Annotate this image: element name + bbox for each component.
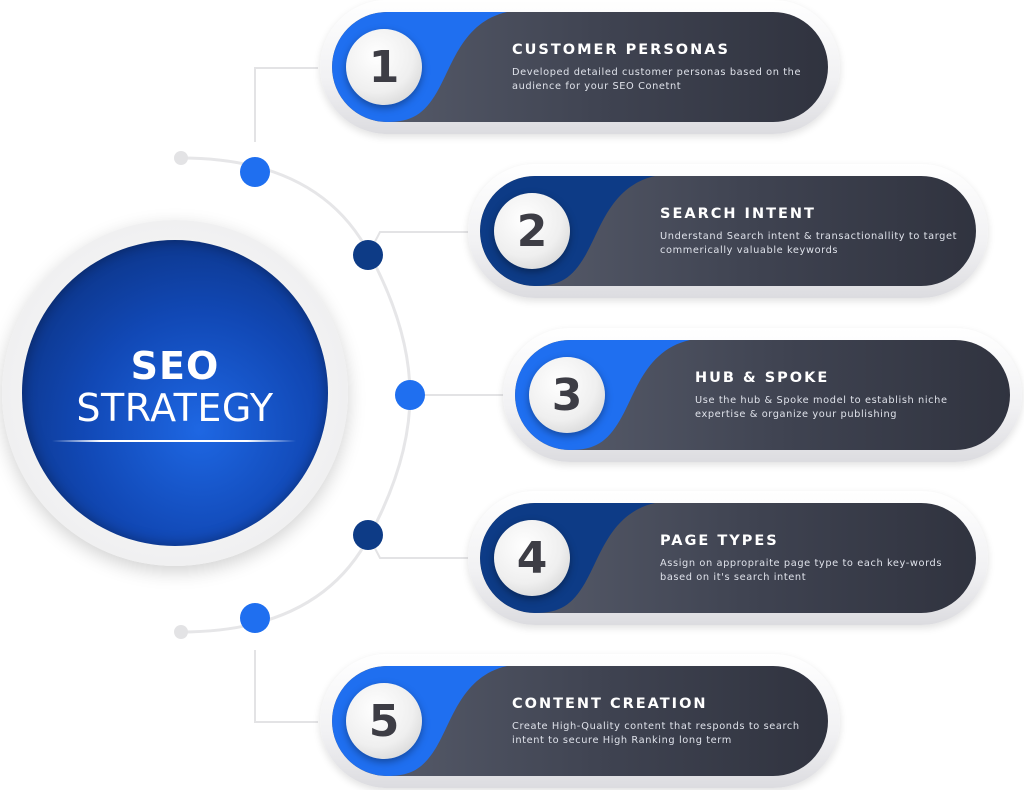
step-number-badge-1: 1 xyxy=(346,29,422,105)
step-number-3: 3 xyxy=(551,369,583,421)
step-title-5: CONTENT CREATION xyxy=(512,696,708,712)
step-title-2: SEARCH INTENT xyxy=(660,206,816,222)
hub-underline xyxy=(52,440,296,442)
step-desc-5: Create High-Quality content that respond… xyxy=(512,721,800,746)
step-dot-3 xyxy=(395,380,425,410)
step-title-1: CUSTOMER PERSONAS xyxy=(512,42,730,58)
step-number-1: 1 xyxy=(368,41,400,93)
hub-title-line-2: STRATEGY xyxy=(76,386,274,430)
leader-line-1 xyxy=(254,67,318,142)
step-card-2: 2 SEARCH INTENT Understand Search intent… xyxy=(468,164,988,298)
step-number-badge-3: 3 xyxy=(529,357,605,433)
step-number-2: 2 xyxy=(516,205,548,257)
step-desc-1: Developed detailed customer personas bas… xyxy=(512,67,802,92)
step-number-4: 4 xyxy=(516,532,548,584)
leader-line-5 xyxy=(254,650,318,723)
hub-circle xyxy=(22,240,328,546)
step-card-3-body: 3 HUB & SPOKE Use the hub & Spoke model … xyxy=(515,340,1010,450)
step-title-4: PAGE TYPES xyxy=(660,533,779,549)
hub-title-line-1: SEO xyxy=(130,344,220,388)
step-number-badge-5: 5 xyxy=(346,683,422,759)
leader-line-4 xyxy=(367,534,468,559)
step-title-3: HUB & SPOKE xyxy=(695,370,830,386)
step-number-5: 5 xyxy=(368,695,400,747)
step-dot-5 xyxy=(240,603,270,633)
step-desc-2: Understand Search intent & transactional… xyxy=(660,231,958,256)
step-card-1-body: 1 CUSTOMER PERSONAS Developed detailed c… xyxy=(332,12,828,122)
step-card-5: 5 CONTENT CREATION Create High-Quality c… xyxy=(320,654,840,788)
arc-end-dot-top xyxy=(174,151,188,165)
step-card-5-body: 5 CONTENT CREATION Create High-Quality c… xyxy=(332,666,828,776)
step-dot-1 xyxy=(240,157,270,187)
step-card-2-body: 2 SEARCH INTENT Understand Search intent… xyxy=(480,176,976,286)
step-card-4: 4 PAGE TYPES Assign on appropraite page … xyxy=(468,491,988,625)
step-desc-4: Assign on appropraite page type to each … xyxy=(660,558,943,583)
step-desc-3: Use the hub & Spoke model to establish n… xyxy=(695,395,948,420)
step-number-badge-4: 4 xyxy=(494,520,570,596)
step-dot-4 xyxy=(353,520,383,550)
leader-line-2 xyxy=(367,231,468,256)
step-card-4-body: 4 PAGE TYPES Assign on appropraite page … xyxy=(480,503,976,613)
arc-end-dot-bottom xyxy=(174,625,188,639)
step-dot-2 xyxy=(353,240,383,270)
step-number-badge-2: 2 xyxy=(494,193,570,269)
step-card-3: 3 HUB & SPOKE Use the hub & Spoke model … xyxy=(503,328,1022,462)
step-card-1: 1 CUSTOMER PERSONAS Developed detailed c… xyxy=(320,0,840,134)
